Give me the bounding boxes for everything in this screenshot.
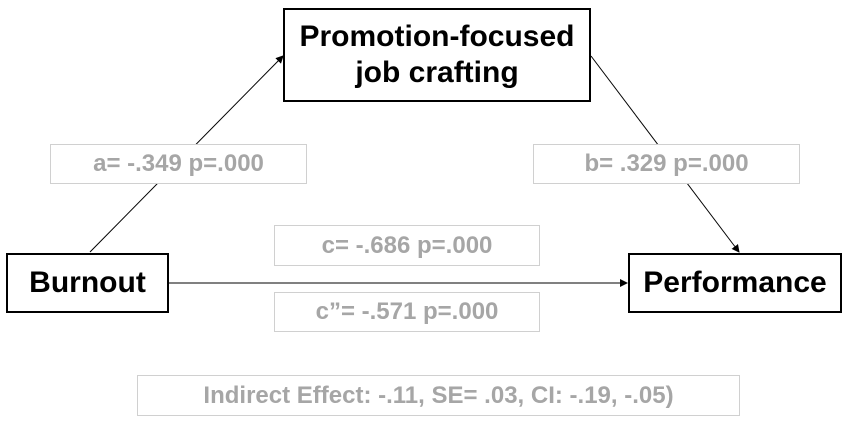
path-b-label: b= .329 p=.000 xyxy=(533,144,800,184)
outcome-node: Performance xyxy=(628,253,842,313)
outcome-label: Performance xyxy=(643,266,827,299)
indirect-effect-label: Indirect Effect: -.11, SE= .03, CI: -.19… xyxy=(137,375,740,416)
mediator-label-line1: Promotion-focused xyxy=(299,20,575,53)
predictor-label: Burnout xyxy=(29,266,146,299)
predictor-node: Burnout xyxy=(6,253,169,313)
path-a-label: a= -.349 p=.000 xyxy=(50,144,307,184)
mediator-label-line2: job crafting xyxy=(355,56,519,89)
mediator-node: Promotion-focused job crafting xyxy=(283,8,591,102)
path-c-prime-label: c”= -.571 p=.000 xyxy=(274,292,540,332)
path-c-label: c= -.686 p=.000 xyxy=(274,225,540,266)
